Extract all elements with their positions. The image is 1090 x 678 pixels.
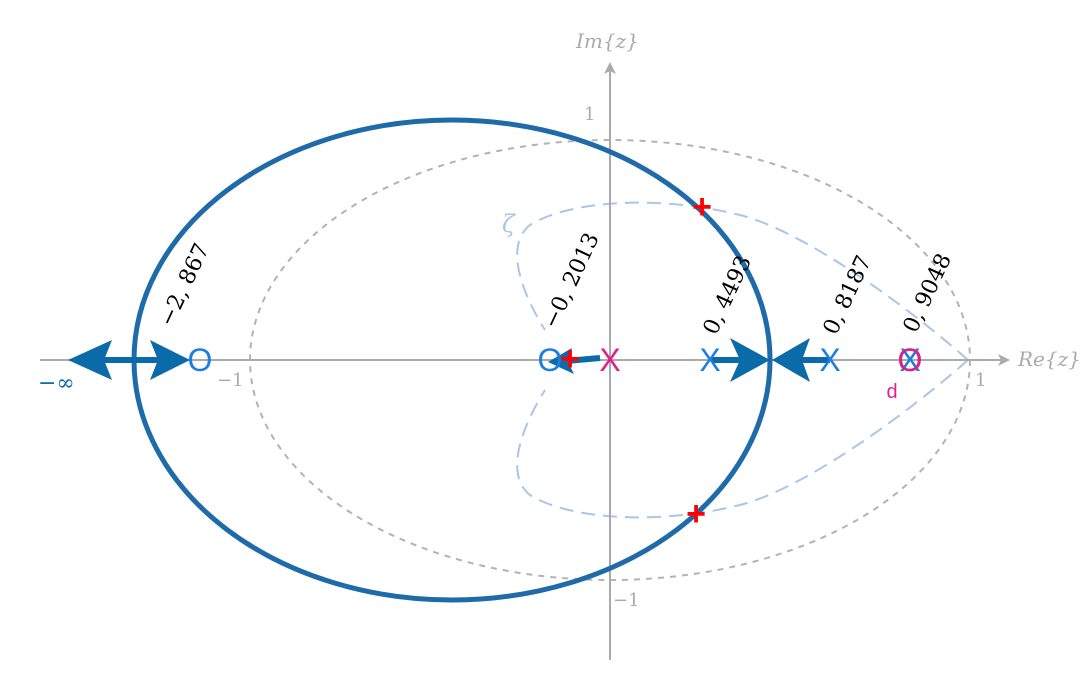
damping-curve xyxy=(516,201,969,361)
zero-marker-near-origin: O xyxy=(538,342,563,378)
value-label-pole-a: 0, 4493 xyxy=(699,252,757,339)
pole-marker-a: X xyxy=(699,342,720,378)
controller-pole-origin: X xyxy=(599,342,620,378)
tick-im-positive-one: 1 xyxy=(584,104,595,125)
real-axis-label: Re{z} xyxy=(1017,347,1081,371)
value-label-pole-b: 0, 8187 xyxy=(819,252,877,339)
imaginary-axis-label: Im{z} xyxy=(575,29,639,53)
zero-marker-right: O xyxy=(898,342,923,378)
tick-im-negative-one: −1 xyxy=(613,590,640,611)
arrow-to-zero-near-origin xyxy=(548,348,574,374)
pole-marker-c: X xyxy=(899,342,920,378)
value-label-zero-far-left: −2, 867 xyxy=(155,240,215,331)
arrow-right-a xyxy=(730,338,770,382)
controller-zero-right: O xyxy=(898,342,923,378)
zeta-label: ζ xyxy=(502,210,517,238)
arrow-right-b xyxy=(772,338,810,382)
neg-infinity-label: −∞ xyxy=(38,371,75,396)
closed-loop-pole-real: + xyxy=(560,340,580,378)
pole-marker-b: X xyxy=(819,342,840,378)
value-label-zero-near-origin: −0, 2013 xyxy=(539,229,605,332)
zero-marker-far-left: O xyxy=(188,342,213,378)
damping-curve-lower xyxy=(516,359,969,519)
closed-loop-pole-upper: + xyxy=(692,188,712,226)
arrow-to-zero-far-left xyxy=(150,340,190,380)
tick-re-positive-one: 1 xyxy=(975,370,986,391)
value-label-pole-c: 0, 9048 xyxy=(899,250,957,337)
arrow-to-neg-infinity xyxy=(68,340,112,380)
delay-marker-d: d xyxy=(886,381,897,403)
tick-re-negative-one: −1 xyxy=(217,370,244,391)
closed-loop-pole-lower: + xyxy=(686,495,706,533)
